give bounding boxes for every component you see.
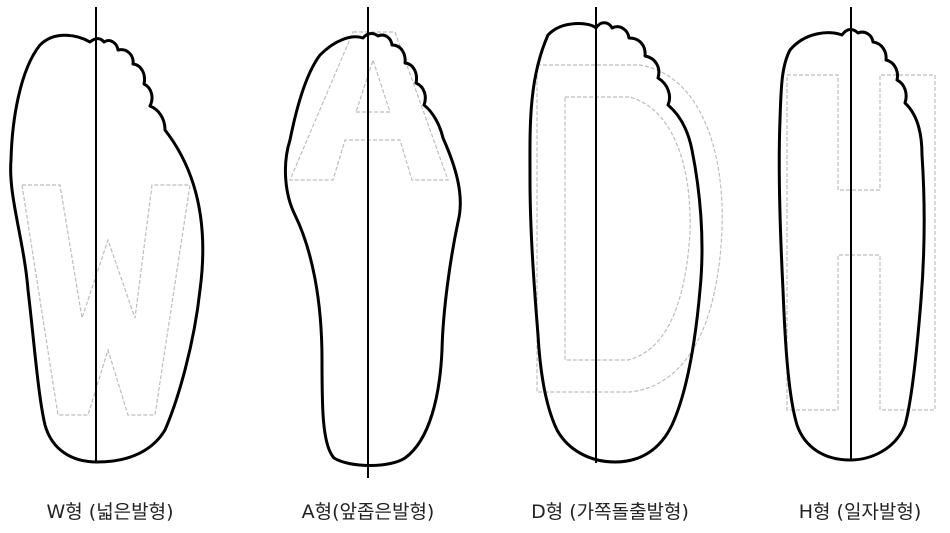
foot-w-outline xyxy=(11,35,203,462)
foot-d xyxy=(530,7,722,463)
foot-h xyxy=(779,7,935,460)
foot-a xyxy=(285,7,460,478)
letter-w-outline xyxy=(22,185,190,415)
foot-a-outline xyxy=(285,34,460,466)
caption-a-type: A형(앞좁은발형) xyxy=(268,497,468,527)
letter-h-outline xyxy=(787,75,935,410)
foot-w xyxy=(11,7,203,463)
caption-w-type: W형 (넓은발형) xyxy=(20,497,200,527)
caption-h-type: H형 (일자발형) xyxy=(770,497,950,527)
foot-d-outline xyxy=(530,23,702,462)
caption-d-type: D형 (가쪽돌출발형) xyxy=(505,497,715,527)
